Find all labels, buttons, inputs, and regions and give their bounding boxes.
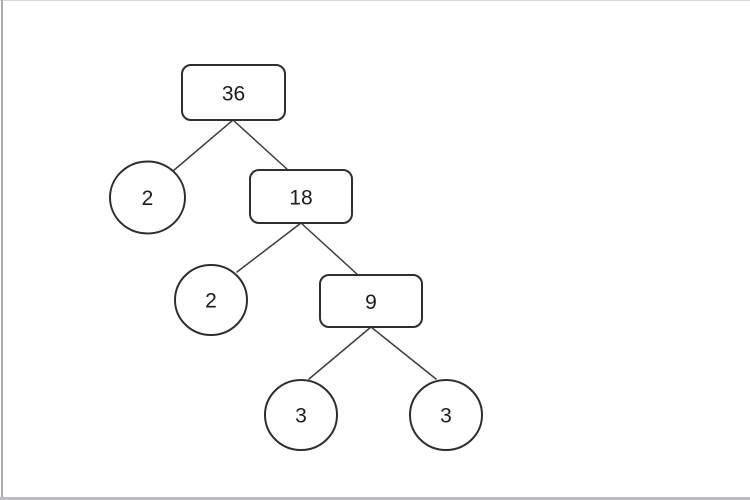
edge-36-to-18 — [232, 119, 289, 171]
node-2-circle-left — [109, 160, 186, 235]
node-36-box — [181, 64, 286, 121]
node-2-left-label: 2 — [142, 187, 154, 210]
edge-18-to-2 — [236, 222, 302, 273]
node-9-label: 9 — [365, 291, 377, 314]
node-2-mid-label: 2 — [205, 290, 217, 313]
edge-18-to-9 — [300, 222, 359, 276]
edge-36-to-2 — [172, 119, 234, 172]
node-3-right-label: 3 — [440, 405, 452, 428]
tree-labels: 36 2 18 2 9 3 3 — [142, 83, 452, 428]
edge-9-to-3-left — [308, 326, 372, 380]
canvas-edge-bottom — [0, 497, 750, 500]
edge-9-to-3-right — [370, 326, 437, 380]
node-18-box — [249, 169, 353, 224]
node-18-label: 18 — [289, 187, 312, 210]
node-3-left-label: 3 — [295, 405, 307, 428]
canvas-edge-left — [1, 0, 3, 500]
tree-nodes — [109, 64, 483, 451]
node-3-circle-left — [264, 379, 338, 451]
node-9-box — [319, 274, 423, 328]
canvas-edge-top — [0, 0, 750, 1]
node-36-label: 36 — [222, 83, 245, 106]
tree-edges — [172, 119, 437, 380]
node-3-circle-right — [409, 379, 483, 451]
node-2-circle-mid — [174, 264, 248, 336]
